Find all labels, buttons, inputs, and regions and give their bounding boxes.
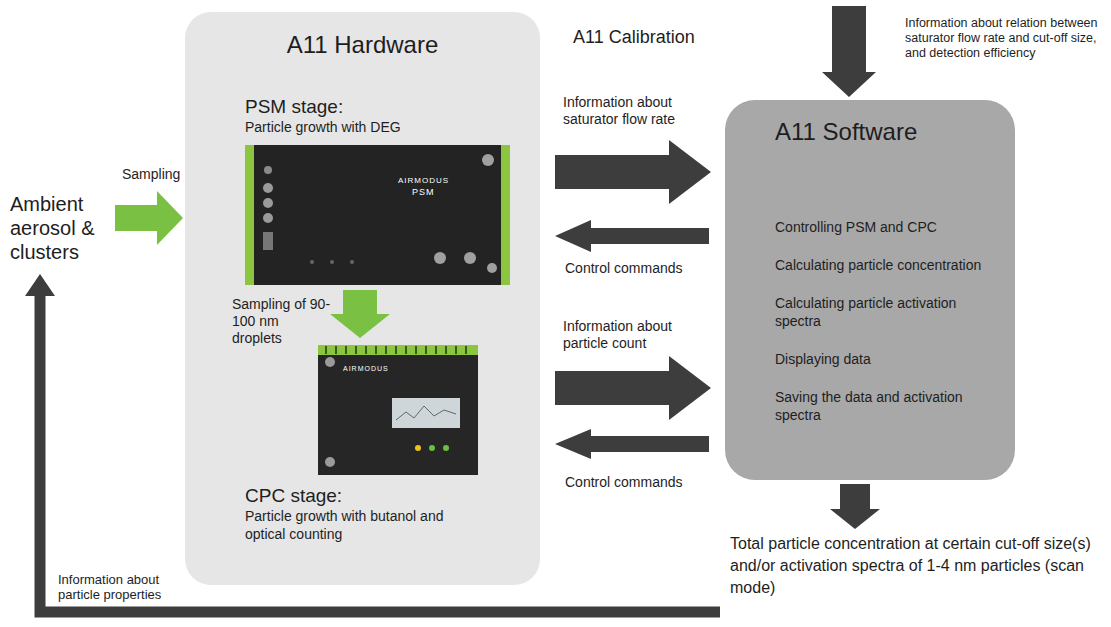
device-logo: AIRMODUS [398,176,449,186]
device-logo: PSM [412,187,435,198]
node-title: A11 Software [775,118,995,146]
output-text: Total particle concentration at certain … [730,533,1100,599]
label-holder: AIRMODUS [343,364,389,373]
software-box: A11 SoftwareControlling PSM and CPC Calcu… [725,100,1015,480]
arrow-shape [822,6,876,97]
arrow-shape [555,220,709,252]
node-title: A11 Calibration [573,26,723,48]
edge-label-holder: Control commands [565,260,715,277]
calibration-text: A11 Calibration [573,26,723,48]
calibration-arrow [822,6,876,97]
arrow-head [25,274,55,296]
arrow-shape [555,356,711,420]
node-title: Ambient aerosol & clusters [10,192,115,264]
arrow-shape [555,429,709,459]
edge-label: Information about particle count [563,318,713,352]
output-arrow [830,484,880,529]
arrow-shaft [40,295,720,612]
data-arrow [555,356,711,420]
source-text: Ambient aerosol & clusters [10,192,115,264]
device-logo: AIRMODUS [343,364,389,373]
edge-label: Control commands [565,474,715,491]
psm-device [245,145,510,285]
node-text: Calculating particle concentration [775,256,995,274]
edge-label-holder: Sampling of 90-100 nm droplets [232,296,332,347]
feedback-arrow [25,274,720,612]
label-holder: AIRMODUS [398,176,449,186]
edge-label-holder: Sampling [122,166,212,183]
edge-label-holder: Information about relation between satur… [905,16,1101,61]
label-holder: PSM [412,187,435,198]
node-text: Displaying data [775,350,995,368]
edge-label: Information about saturator flow rate [563,94,713,128]
data-arrow [555,140,711,204]
edge-label-holder: Information about particle count [563,318,713,352]
node-title: CPC stage: [245,485,505,507]
node-title: A11 Hardware [195,30,530,60]
node-title: PSM stage: [245,96,505,118]
arrow-shape [830,484,880,529]
edge-label-holder: Control commands [565,474,715,491]
edge-label: Information about relation between satur… [905,16,1101,61]
edge-label: Sampling [122,166,212,183]
edge-label: Sampling of 90-100 nm droplets [232,296,332,347]
edge-label-holder: Information about particle properties [58,572,198,602]
node-text: Controlling PSM and CPC [775,218,995,236]
edge-label: Information about particle properties [58,572,198,602]
control-arrow [555,220,709,252]
node-text: Saving the data and activation spectra [775,388,995,424]
node-text: Calculating particle activation spectra [775,294,995,330]
edge-label-holder: Information about saturator flow rate [563,94,713,128]
node-text: Particle growth with DEG [245,118,505,136]
arrow-shape [330,290,390,338]
sampling-arrow [330,290,390,338]
cpc-device [318,345,478,475]
sampling-arrow [115,191,183,245]
arrow-shape [555,140,711,204]
node-title: Total particle concentration at certain … [730,533,1100,599]
edge-label: Control commands [565,260,715,277]
arrow-shape [115,191,183,245]
control-arrow [555,429,709,459]
node-text: Particle growth with butanol and optical… [245,507,450,543]
